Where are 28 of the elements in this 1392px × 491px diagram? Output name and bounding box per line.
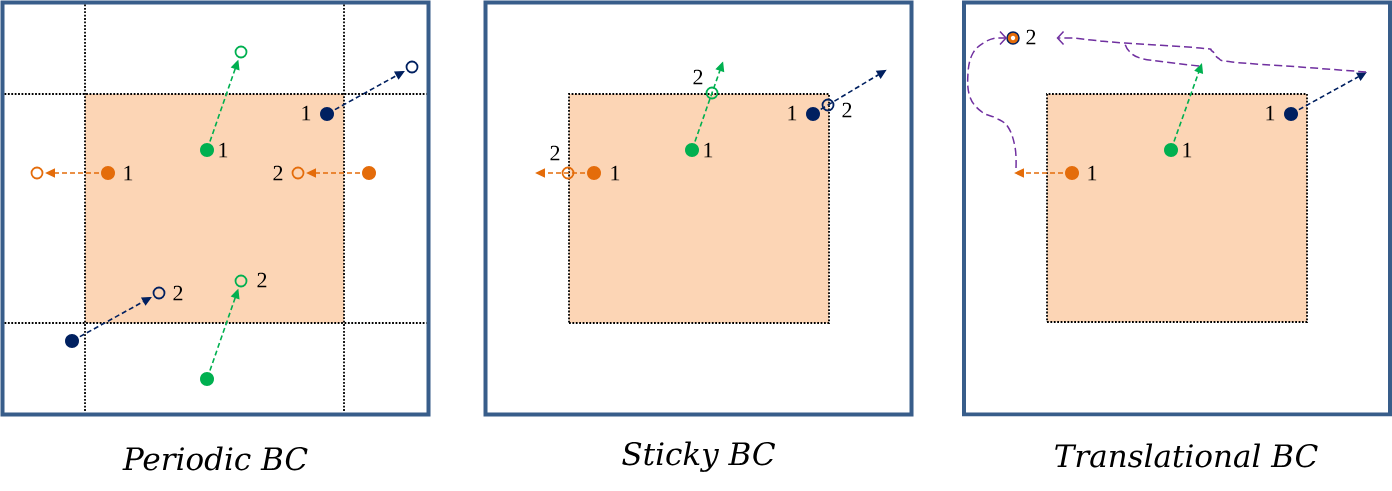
point-label: 1 [611, 165, 620, 181]
point-label: 2 [550, 145, 560, 161]
panel-caption: Sticky BC [622, 441, 775, 472]
curved-arrow [966, 30, 1017, 169]
filled-dot [362, 166, 376, 180]
point-label: 1 [302, 105, 311, 121]
point-label: 2 [173, 285, 183, 301]
curved-arrow [1056, 30, 1367, 73]
arrow [1298, 72, 1367, 111]
point-label: 1 [788, 105, 797, 121]
point-label: 2 [1026, 29, 1036, 45]
filled-dot [200, 372, 214, 386]
point-label: 1 [1088, 165, 1097, 181]
point-label: 2 [842, 102, 852, 118]
panel-caption: Translational BC [1055, 443, 1318, 468]
filled-dot [65, 334, 79, 348]
point-label: 2 [257, 272, 267, 288]
point-label: 1 [704, 142, 713, 158]
panel-caption: Periodic BC [122, 446, 308, 471]
point-label: 1 [219, 142, 228, 158]
point-label: 1 [1266, 105, 1275, 121]
point-label: 2 [273, 165, 283, 181]
point-label: 1 [1183, 142, 1192, 158]
domain-square [1046, 93, 1308, 323]
point-label: 1 [124, 165, 133, 181]
domain-square [568, 93, 830, 324]
domain-square [85, 94, 344, 323]
point-label: 2 [693, 69, 703, 85]
